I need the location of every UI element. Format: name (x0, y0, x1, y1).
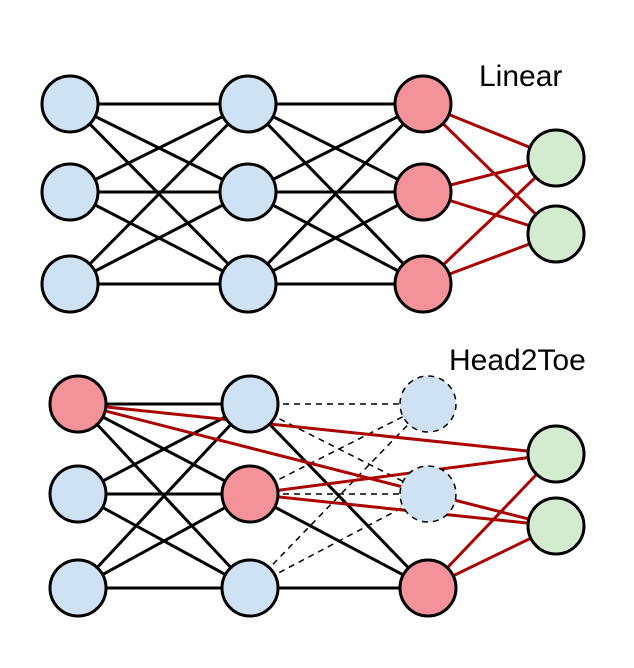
feature-node-selected (393, 254, 453, 314)
linear-head-edge (421, 156, 558, 286)
hidden-node (218, 74, 278, 134)
linear-edge (69, 102, 249, 194)
linear-title: Linear (479, 60, 562, 93)
hidden-node (220, 558, 280, 618)
head2toe-head-edge (77, 402, 557, 528)
input-node (40, 254, 100, 314)
linear-edges (68, 102, 558, 286)
output-node (526, 424, 586, 484)
input-node (40, 74, 100, 134)
linear-nodes (40, 74, 586, 314)
output-node (526, 496, 586, 556)
head2toe-head-edge (426, 452, 558, 590)
hidden-node (220, 374, 280, 434)
head2toe-title: Head2Toe (449, 344, 586, 377)
head2toe-head-edge (77, 402, 557, 456)
linear-diagram: Linear (40, 60, 586, 314)
output-node (526, 128, 586, 188)
linear-head-edge (421, 102, 558, 236)
linear-edge (68, 102, 250, 286)
output-node (526, 204, 586, 264)
feature-node-selected (398, 558, 458, 618)
input-node (48, 464, 108, 524)
linear-edge (69, 190, 249, 286)
head2toe-edge (249, 492, 429, 590)
head2toe-edge (76, 402, 252, 590)
head2toe-dashed-edge (249, 403, 429, 495)
hidden-node (218, 162, 278, 222)
input-node (48, 558, 108, 618)
hidden-node (218, 254, 278, 314)
ghost-node (399, 465, 457, 523)
linear-edge (247, 190, 424, 286)
head2toe-edge (248, 402, 430, 590)
feature-node-selected (393, 74, 453, 134)
linear-edge (246, 102, 425, 286)
head2toe-head-edge (249, 452, 557, 496)
feature-node-selected (48, 374, 108, 434)
head2toe-edges (76, 402, 558, 590)
head2toe-edge (77, 492, 251, 590)
feature-node-selected (220, 464, 280, 524)
input-node (40, 162, 100, 222)
ghost-node (399, 375, 457, 433)
head2toe-dashed-edge (249, 403, 429, 589)
feature-node-selected (393, 162, 453, 222)
linear-edge (247, 102, 424, 194)
head2toe-diagram: Head2Toe (48, 344, 586, 618)
head2toe-nodes (48, 374, 586, 618)
head2toe-head-edge (249, 492, 557, 528)
